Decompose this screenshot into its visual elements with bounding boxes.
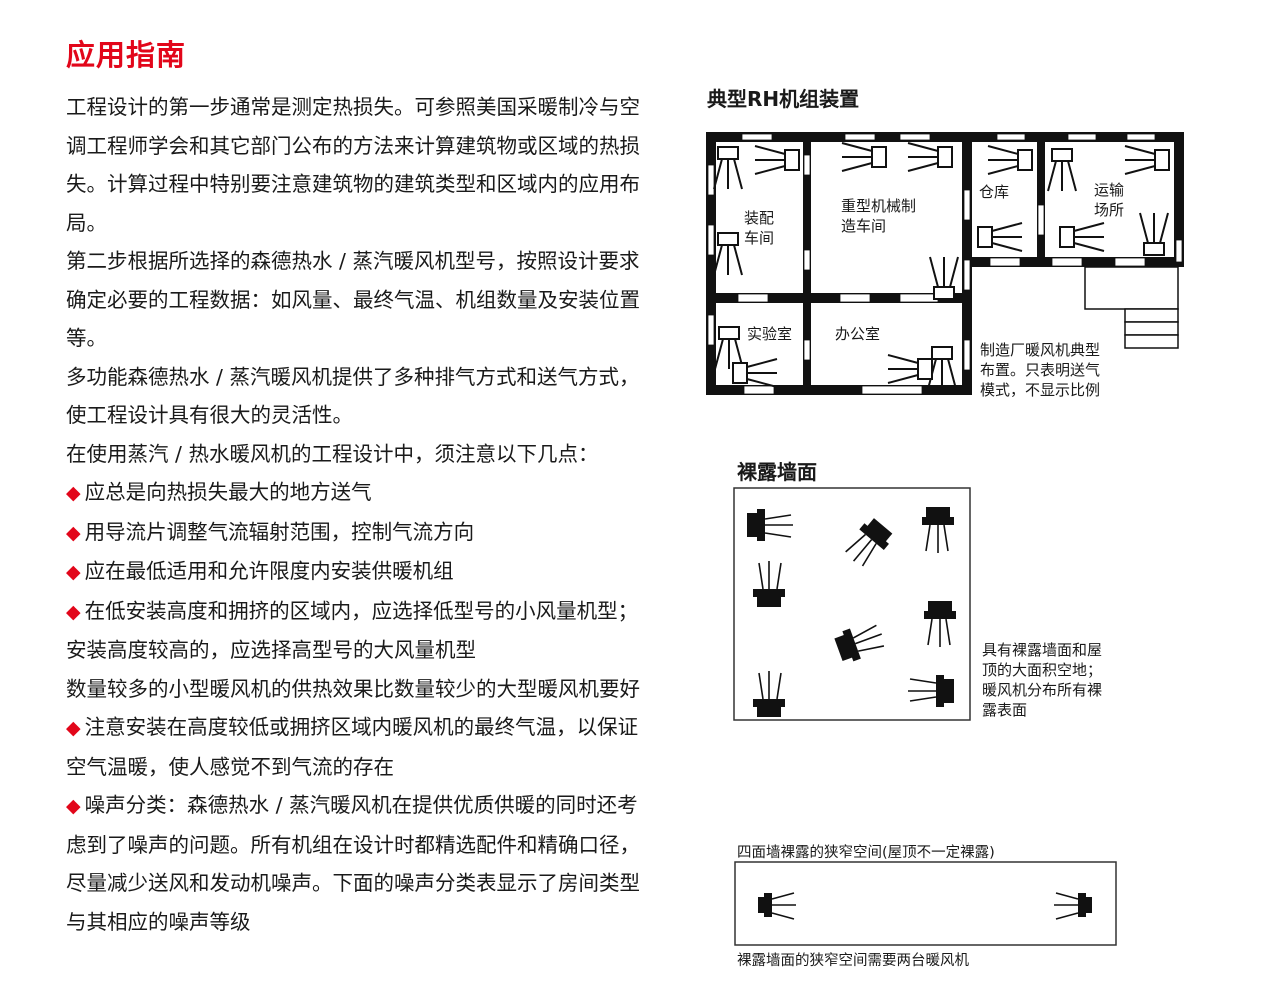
room-label-lab: 实验室 (747, 325, 793, 343)
room-label-heavy-manufacturing: 重型机械制造车间 (841, 197, 917, 235)
paragraph: 多功能森德热水 / 蒸汽暖风机提供了多种排气方式和送气方式，使工程设计具有很大的… (66, 364, 640, 428)
narrow-space-title: 四面墙裸露的狭窄空间(屋顶不一定裸露) (737, 845, 995, 861)
red-diamond-icon: ◆ (66, 521, 81, 544)
red-diamond-icon: ◆ (66, 482, 81, 504)
paragraph: 第二步根据所选择的森德热水 / 蒸汽暖风机型号，按照设计要求确定必要的工程数据：… (66, 249, 640, 350)
exposed-walls-title: 裸露墙面 (737, 460, 817, 484)
room-label-warehouse: 仓库 (979, 183, 1010, 201)
room-label-shipping: 运输场所 (1094, 181, 1125, 219)
narrow-space-caption: 裸露墙面的狭窄空间需要两台暖风机 (737, 953, 969, 969)
bullet-item: ◆应总是向热损失最大的地方送气 (66, 480, 372, 504)
narrow-space-diagram (734, 861, 1117, 946)
bullet-item: ◆应在最低适用和允许限度内安装供暖机组 (66, 559, 454, 583)
plant-diagram-caption: 制造厂暖风机典型布置。只表明送气模式，不显示比例 (980, 341, 1101, 399)
room-label-assembly: 装配车间 (744, 209, 775, 247)
bullet-item: ◆在低安装高度和拥挤的区域内，应选择低型号的小风量机型；安装高度较高的，应选择高… (66, 598, 639, 663)
body-text: 工程设计的第一步通常是测定热损失。可参照美国采暖制冷与空调工程师学会和其它部门公… (66, 88, 651, 941)
exposed-walls-caption: 具有裸露墙面和屋顶的大面积空地； 暖风机分布所有裸露表面 (982, 641, 1103, 719)
bullet-item: ◆噪声分类：森德热水 / 蒸汽暖风机在提供优质供暖的同时还考虑到了噪声的问题。所… (66, 793, 640, 934)
plant-diagram-title: 典型RH机组装置 (707, 87, 860, 111)
red-diamond-icon: ◆ (66, 600, 81, 623)
exposed-walls-diagram (733, 487, 971, 721)
red-diamond-icon: ◆ (66, 561, 81, 583)
room-label-office: 办公室 (835, 325, 881, 343)
page-title: 应用指南 (66, 38, 187, 72)
note-paragraph: 数量较多的小型暖风机的供热效果比数量较少的大型暖风机要好 (66, 676, 640, 701)
plant-floorplan-diagram (706, 132, 1184, 395)
red-diamond-icon: ◆ (66, 717, 81, 739)
bullet-item: ◆注意安装在高度较低或拥挤区域内暖风机的最终气温，以保证空气温暖，使人感觉不到气… (66, 715, 639, 779)
paragraph: 工程设计的第一步通常是测定热损失。可参照美国采暖制冷与空调工程师学会和其它部门公… (66, 95, 640, 235)
red-diamond-icon: ◆ (66, 795, 81, 817)
bullet-item: ◆用导流片调整气流辐射范围，控制气流方向 (66, 519, 475, 544)
paragraph: 在使用蒸汽 / 热水暖风机的工程设计中，须注意以下几点： (66, 441, 599, 466)
